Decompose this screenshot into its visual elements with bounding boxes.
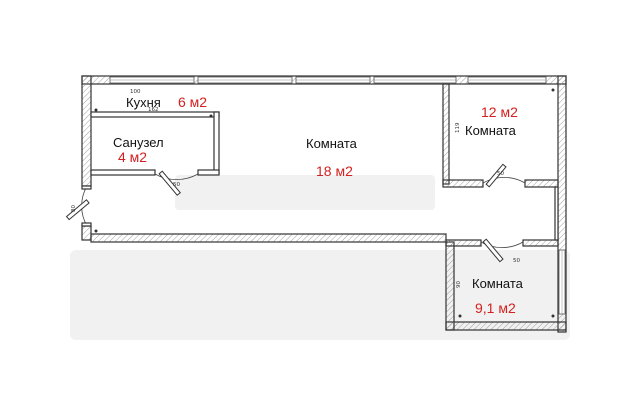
- wall-markers: [94, 88, 555, 318]
- dim-kitchen-outer: 100: [130, 89, 141, 95]
- room-name-kitchen: Кухня: [126, 95, 161, 110]
- room-area-main: 18 м2: [316, 163, 353, 179]
- windows: [109, 76, 566, 315]
- room-name-bathroom: Санузел: [113, 135, 164, 150]
- dim-door-room12b: 50: [513, 258, 520, 264]
- dim-room9-side: 90: [456, 281, 462, 288]
- dim-kitchen-inner: 162: [148, 107, 159, 113]
- room-area-kitchen: 6 м2: [178, 94, 207, 110]
- room-area-room12: 12 м2: [481, 104, 518, 120]
- dimension-labels: 100 162 119 50 50 50 80 90: [71, 89, 520, 288]
- room-name-main: Комната: [306, 136, 358, 151]
- watermark: [70, 175, 570, 340]
- dim-door-entry: 80: [71, 205, 77, 212]
- dim-room12-side: 119: [455, 122, 461, 133]
- room-name-room12: Комната: [465, 123, 517, 138]
- room-area-room9: 9,1 м2: [475, 300, 516, 316]
- room-name-room9: Комната: [472, 276, 524, 291]
- doors: [65, 163, 526, 263]
- room-area-bathroom: 4 м2: [118, 149, 147, 165]
- inner-walls: [90, 83, 559, 247]
- dim-door-bath: 50: [173, 182, 180, 188]
- dim-door-room12: 50: [497, 171, 504, 177]
- room-labels: Кухня 6 м2 Санузел 4 м2 Комната 18 м2 12…: [113, 94, 524, 316]
